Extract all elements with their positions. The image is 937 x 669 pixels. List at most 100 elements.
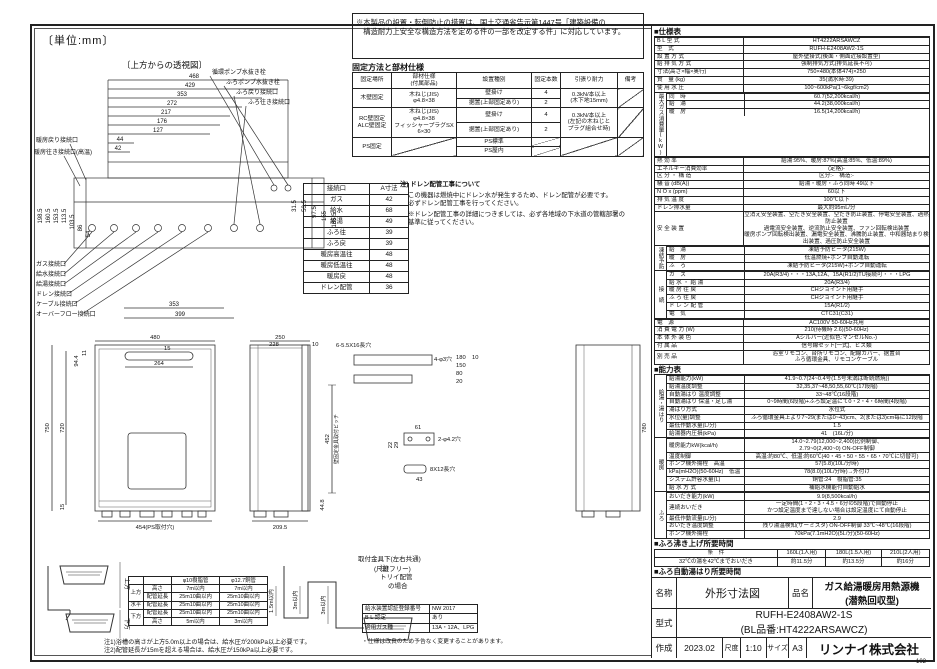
capacity-row-label: 温度制御 (667, 453, 745, 461)
bath-header: 210L(2人用) (880, 548, 931, 559)
fixing-cell-blank (531, 146, 561, 157)
capacity-row: おいだき能力(kW)9.9(8,500kcal/h) (667, 492, 929, 501)
dim-label: 15 (164, 346, 170, 352)
size-label: サイズ (766, 638, 788, 658)
capacity-row: 給湯器内圧損(kPa) 41 (16L/分) (667, 429, 929, 438)
model-number: RUFH-E2408AW2-1S (BL品番:HT4222ARSAWCZ) (676, 609, 931, 637)
capacity-row-label: 最低作動流量(L/分) (667, 515, 745, 523)
spec-row-value: 低温燃焼+ポンプ自動運転 (804, 255, 870, 262)
capacity-row-label: ポンプ機外揚程 高温 (667, 461, 745, 469)
drain-note: 注) ドレン配管工事について この機器は燃焼中にドレン水が発生するため、ドレン配… (400, 181, 644, 227)
fixing-header: 引張り耐力 (560, 71, 618, 90)
capacity-row-label: 給湯器内圧損(kPa) (667, 430, 745, 438)
item-label: 品名 (788, 578, 812, 608)
capacity-row-value: 一定時間(1・2・3・4.5・6分の5段階)で自動停止 かつ設定温度まで達しない… (767, 501, 907, 514)
fixing-header: 備考 (617, 71, 644, 90)
spec-row-label: 寸法(高さ×幅×奥行) (655, 69, 744, 76)
drawing-name: 外形寸法図 (676, 578, 788, 608)
direction-label: 上方 (123, 578, 130, 590)
port-dim: 48 (369, 260, 409, 272)
port-dim: 39 (369, 238, 409, 250)
registration-value: あり (429, 613, 478, 624)
dim-label: 43 (416, 477, 422, 483)
dim-label: 209.5 (273, 525, 288, 531)
spec-row-value: 給湯・暖房・ふろ同時 49以下 (799, 181, 874, 188)
capacity-row: 給湯能力(kW)41.9~0.7(24~0.4号(1.5号未満は断続燃焼)) (667, 374, 929, 383)
port-row: 暖房高温往 48 (303, 249, 409, 261)
spec-row-value: 60以下 (827, 189, 846, 196)
page-corner-number: 102 (916, 659, 927, 665)
spec-row-value: 立消え安全装置、空だき安全装置、空だき防止装置、停電安全装置、過熱防止装置 過電… (744, 212, 929, 245)
dim-label: 113.5 (62, 208, 68, 223)
pipe-dir: 水平 (128, 600, 144, 610)
port-label: オーバーフロー接続口 (36, 310, 96, 318)
capacity-row-value: 41 (16L/分) (820, 430, 854, 437)
port-label: 暖房戻り接続口 (36, 136, 78, 144)
port-row: ふろ往 39 (303, 227, 409, 239)
bath-heatup-title: ■ふろ沸き上げ所要時間 (654, 538, 734, 548)
hole-label: 4-φ3穴 (434, 355, 452, 363)
spec-row-value: 強制排気方式(排気延長不可) (801, 61, 872, 68)
spec-row-label: 電 源 (655, 319, 744, 327)
bath-cell: 32℃の湯を42℃までおいだき (654, 557, 778, 567)
capacity-row-label: kPa(mH2O)(50-60Hz) 低温 (667, 469, 745, 476)
capacity-row-label: 給湯温度調整 (667, 383, 745, 391)
port-name: ガス (303, 194, 370, 206)
hole-label: 2-φ4.2穴 (438, 435, 461, 443)
pipe-val: 7m以内 (219, 584, 268, 594)
spec-row-value: 凍結予防ヒータ(215W) (808, 247, 866, 254)
torii-note: 注) (380, 563, 389, 572)
bath-header: 180L(1.5人用) (825, 548, 882, 559)
dim-label: 198.5 (38, 208, 44, 224)
capacity-row-value: 33~48℃(16段階) (815, 391, 859, 398)
dim-label: 176 (157, 119, 168, 125)
dim-label: 10 (312, 342, 318, 348)
capacity-table: 給湯・湯はり 給湯能力(kW)41.9~0.7(24~0.4号(1.5号未満は断… (654, 373, 930, 539)
drain-note-body: この機器は燃焼中にドレン水が発生するため、ドレン配管が必要です。 必ずドレン配管… (408, 192, 612, 207)
bath-heatup-table: 条 件 160L(1人用) 180L(1.5人用) 210L(2人用) 32℃の… (654, 548, 931, 567)
capacity-row-value: 補給水機能付自動給水 (809, 484, 865, 491)
spec-row-label: 暖 房 (667, 255, 745, 262)
pipe-kind: 配管延長 (142, 592, 173, 602)
port-row: 暖房低温往 48 (303, 260, 409, 272)
dim-label: 22 (388, 442, 394, 448)
unit-label: 〔単位:mm〕 (42, 35, 115, 47)
capacity-row-value: 残り湯温検知(サーミスタ) ON-OFF制御 33℃~48℃(16段階) (762, 523, 912, 530)
registration-label: 適用ガス種 (362, 622, 430, 634)
capacity-row-value: 14.0~2.79(12,000~2,400)比例制御、 2.79~0(2,40… (791, 439, 883, 452)
pipe-run-table: φ10樹脂管 φ12.7銅管 上方 高さ 7m以内 7m以内 配管延長 25m1… (128, 575, 268, 627)
pipe-kind: 配管延長 (142, 600, 173, 610)
spec-row-label: 暖 房 往 戻 (667, 287, 745, 295)
port-name: ドレン配管 (303, 282, 370, 294)
spec-row: 別 売 品浴室リモコン、台所リモコン、配線カバー、据置台 ふろ循環金具、リモコン… (655, 349, 929, 364)
spec-row-value: 20A(R3/4)・・・13A,12A、15A(R1/2)TU接続可・・・LPG (763, 271, 911, 278)
pipe-val: 25m10曲以内 (171, 592, 221, 602)
spec-row-value: 区分:- 構造:- (819, 173, 854, 180)
port-label: ふろ往き接続口 (248, 98, 290, 106)
dim-label: 80 (456, 371, 462, 377)
bath-fill-title: ■ふろ自動湯はり所要時間 (654, 566, 742, 576)
fixing-cell: 据置(上部固定あり) (456, 122, 532, 138)
spec-table-title: ■仕様表 (654, 27, 682, 36)
fixing-cell: 据置(上部固定あり) (456, 97, 532, 109)
name-label: 名称 (655, 588, 673, 598)
dim-label: 429 (185, 83, 196, 89)
spec-row-label: 別 売 品 (655, 350, 744, 364)
spec-row-label: 質 量 (kg) (655, 76, 744, 84)
spec-row-label: 同 時 (667, 93, 745, 101)
capacity-row-value: 銅管:24 樹脂管:35 (812, 476, 862, 483)
pipe-kind: 配管延長 (142, 608, 173, 619)
bracket-caption: (尺度フリー) (374, 564, 411, 573)
spec-row-value: 750×480(本体474)×250 (807, 69, 866, 76)
bath-cell: 約13.5分 (825, 557, 882, 567)
port-row: ガス 42 (303, 194, 409, 206)
spec-row: 設 置 方 式屋外壁掛式(後面・側面近接設置型) (655, 52, 929, 61)
